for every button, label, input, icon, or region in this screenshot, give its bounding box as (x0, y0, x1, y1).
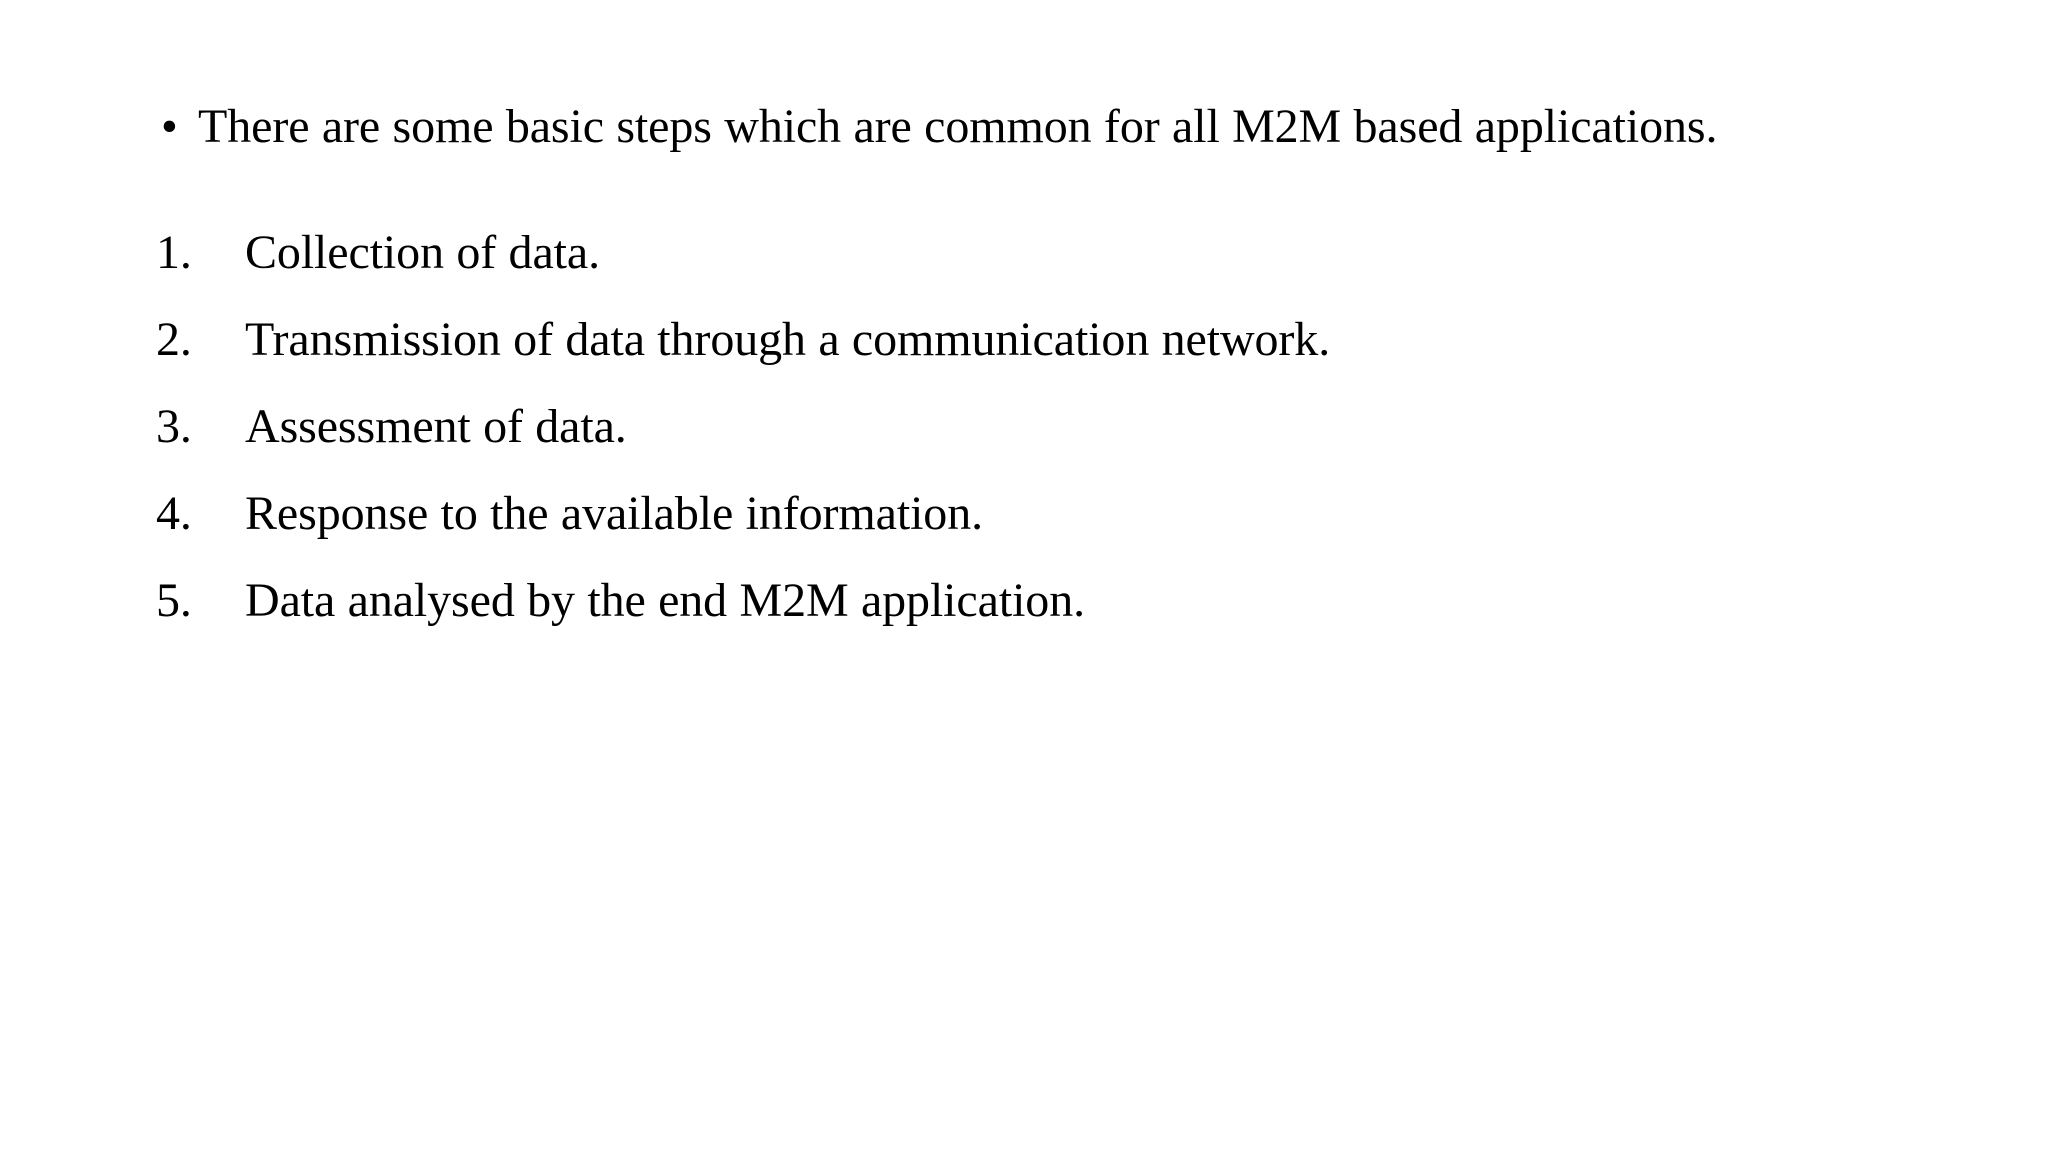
bullet-point-icon: • (161, 100, 178, 153)
content-spacer (150, 155, 1790, 229)
list-item-text-3: Assessment of data. (245, 399, 627, 453)
numbered-list-item-1: 1. Collection of data. (150, 225, 1790, 295)
list-item-number-5: 5. (156, 573, 192, 627)
numbered-list-item-3: 3. Assessment of data. (150, 399, 1790, 469)
list-item-number-1: 1. (156, 225, 192, 279)
slide-content-body: • There are some basic steps which are c… (150, 100, 1790, 643)
list-item-text-1: Collection of data. (245, 225, 600, 279)
bullet-item-text: There are some basic steps which are com… (198, 100, 1718, 153)
numbered-list-item-5: 5. Data analysed by the end M2M applicat… (150, 573, 1790, 643)
bullet-list: • There are some basic steps which are c… (150, 100, 1790, 155)
list-item-number-2: 2. (156, 312, 192, 366)
bullet-list-item: • There are some basic steps which are c… (150, 100, 1790, 155)
numbered-list-item-2: 2. Transmission of data through a commun… (150, 312, 1790, 382)
list-item-text-5: Data analysed by the end M2M application… (245, 573, 1086, 627)
numbered-steps-list: 1. Collection of data. 2. Transmission o… (150, 225, 1790, 643)
list-item-text-4: Response to the available information. (245, 486, 984, 540)
numbered-list-item-4: 4. Response to the available information… (150, 486, 1790, 556)
list-item-number-4: 4. (156, 486, 192, 540)
list-item-number-3: 3. (156, 399, 192, 453)
list-item-text-2: Transmission of data through a communica… (245, 312, 1331, 366)
